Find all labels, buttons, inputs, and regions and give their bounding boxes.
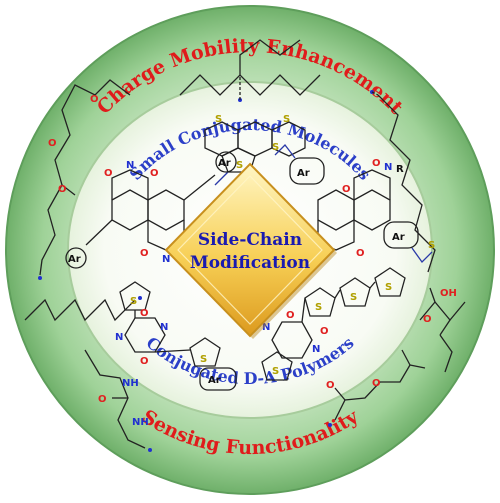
atom-N: N	[262, 322, 270, 333]
atom-O: O	[356, 248, 365, 259]
atom-Ar: Ar	[208, 375, 221, 386]
atom-S: S	[200, 354, 207, 365]
urea-chain-lower-left	[84, 349, 152, 452]
atom-O: O	[372, 378, 381, 389]
atom-S: S	[283, 114, 290, 125]
dpp-polymer-left	[119, 281, 237, 391]
atom-Ar: Ar	[297, 168, 310, 179]
oligoether-chain-left	[38, 79, 131, 280]
alkyl-chain-lower-left	[24, 296, 142, 322]
atom-O: O	[326, 380, 335, 391]
alkyl-chain-right	[370, 90, 436, 273]
atom-O: O	[372, 158, 381, 169]
atom-O: O	[150, 168, 159, 179]
atom-S: S	[350, 292, 357, 303]
atom-O: O	[90, 94, 99, 105]
atom-NH: NH	[132, 417, 149, 428]
atom-N: N	[160, 322, 168, 333]
atom-O: O	[140, 356, 149, 367]
atom-S: S	[130, 296, 137, 307]
atom-O: O	[342, 184, 351, 195]
center-title-line1: Side-Chain	[198, 230, 302, 250]
naphthalene-diimide-left	[65, 151, 237, 269]
atom-N: N	[115, 332, 123, 343]
atom-Ar: Ar	[218, 158, 231, 169]
center-title-line2: Modification	[190, 253, 310, 273]
atom-O: O	[98, 394, 107, 405]
atom-Ar: Ar	[68, 254, 81, 265]
branched-alkyl-chain-top	[179, 39, 321, 102]
atom-O: O	[104, 168, 113, 179]
atom-S: S	[215, 114, 222, 125]
atom-O: O	[320, 326, 329, 337]
atom-O: O	[423, 314, 432, 325]
atom-S: S	[272, 142, 279, 153]
atom-R: R	[396, 164, 404, 175]
atom-S: S	[315, 302, 322, 313]
dpp-polymer-right	[261, 267, 406, 381]
atom-N: N	[162, 254, 170, 265]
naphthalene-diimide-right	[274, 144, 433, 264]
diamond-badge-icon	[164, 162, 337, 339]
atom-S: S	[236, 160, 243, 171]
tert-butyl-ester-chain-lower-right	[328, 349, 426, 427]
atom-Ar: Ar	[392, 232, 405, 243]
atom-O: O	[58, 184, 67, 195]
atom-NH: NH	[122, 378, 139, 389]
atom-O: O	[48, 138, 57, 149]
atom-OH: OH	[440, 288, 457, 299]
atom-O: O	[140, 308, 149, 319]
atom-S: S	[428, 240, 435, 251]
atom-N: N	[384, 162, 392, 173]
atom-S: S	[385, 282, 392, 293]
atom-S: S	[272, 366, 279, 377]
atom-N: N	[312, 344, 320, 355]
atom-O: O	[286, 310, 295, 321]
atom-O: O	[140, 248, 149, 259]
carboxylic-acid-chain-right	[419, 287, 466, 373]
atom-N: N	[126, 160, 134, 171]
